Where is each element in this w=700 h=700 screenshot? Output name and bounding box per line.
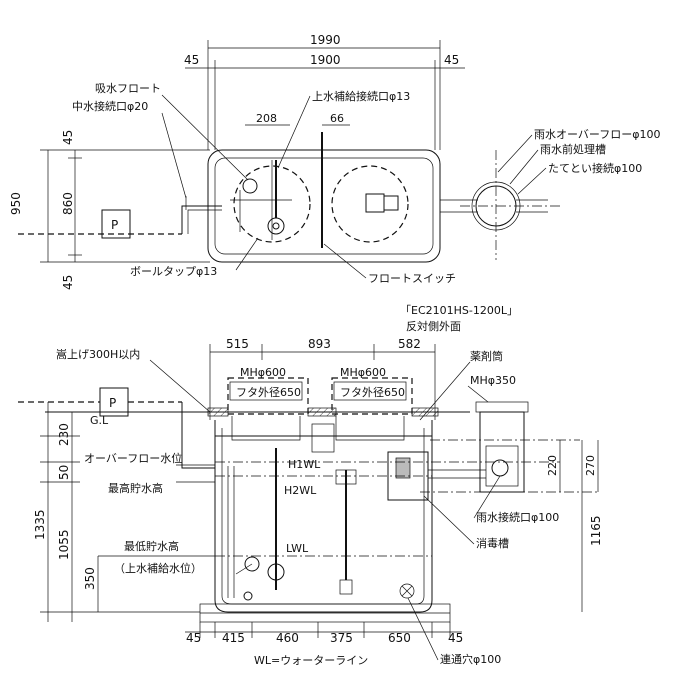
label-gl: G.L [90, 414, 109, 427]
dim-bottom-45b: 45 [448, 631, 463, 645]
plan-pump-label: P [111, 218, 118, 232]
dim-208: 208 [256, 112, 277, 125]
dim-edge-left: 45 [184, 53, 199, 67]
dim-650: 650 [388, 631, 411, 645]
label-h2wl: H2WL [284, 484, 317, 497]
dim-415: 415 [222, 631, 245, 645]
dim-893: 893 [308, 337, 331, 351]
label-lid650-b: フタ外径650 [340, 386, 405, 399]
dim-350: 350 [83, 567, 97, 590]
dim-1055: 1055 [57, 529, 71, 560]
label-downspout: たてとい接続φ100 [548, 161, 642, 175]
dim-515: 515 [226, 337, 249, 351]
dim-50: 50 [57, 465, 71, 480]
label-mid-water-port: 中水接続口φ20 [72, 99, 148, 113]
dim-inner: 1900 [310, 53, 341, 67]
dim-bottom-45a: 45 [186, 631, 201, 645]
label-overflow-level: オーバーフロー水位 [84, 451, 182, 465]
dim-230: 230 [57, 423, 71, 446]
dim-1165: 1165 [589, 515, 603, 546]
pretreatment-tank-section [479, 411, 525, 493]
label-mh600-b: MHφ600 [340, 366, 386, 379]
label-mh350: MHφ350 [470, 374, 516, 387]
dim-220: 220 [546, 455, 559, 476]
label-top-supply-port: 上水補給接続口φ13 [312, 89, 410, 103]
dim-edge-right: 45 [444, 53, 459, 67]
label-max-level: 最高貯水高 [108, 481, 163, 495]
label-wl-note: WL=ウォーターライン [254, 654, 368, 667]
label-vent: 連通穴φ100 [440, 652, 501, 666]
section-pump-box [99, 387, 129, 417]
dim-66: 66 [330, 112, 344, 125]
label-mh600-a: MHφ600 [240, 366, 286, 379]
label-chemical-tube: 薬剤筒 [470, 349, 503, 363]
label-ball-tap: ボールタップφ13 [130, 265, 217, 278]
label-min-level-sub: （上水補給水位） [114, 561, 202, 575]
label-model-sub: 反対側外面 [406, 319, 461, 333]
dim-375: 375 [330, 631, 353, 645]
label-raise-limit: 嵩上げ300H以内 [56, 347, 140, 361]
section-pump-label: P [109, 396, 116, 410]
label-lwl: LWL [286, 542, 309, 555]
dim-582: 582 [398, 337, 421, 351]
label-suction-float: 吸水フロート [95, 82, 161, 95]
label-h1wl: H1WL [288, 458, 321, 471]
section-view: 「EC2101HS-1200L」 反対側外面 515 893 582 嵩上げ30… [18, 304, 603, 667]
plan-view: 1990 1900 45 45 208 66 950 860 45 45 [9, 33, 660, 290]
label-min-level: 最低貯水高 [124, 539, 179, 553]
label-overflow: 雨水オーバーフローφ100 [534, 128, 660, 141]
label-model: 「EC2101HS-1200L」 [400, 304, 518, 317]
dim-270: 270 [584, 455, 597, 476]
dim-height-inner: 860 [61, 192, 75, 215]
dim-1335: 1335 [33, 509, 47, 540]
dim-height-bottom: 45 [61, 275, 75, 290]
label-lid650-a: フタ外径650 [236, 386, 301, 399]
dim-height-top: 45 [61, 130, 75, 145]
label-rain-port: 雨水接続口φ100 [476, 510, 559, 524]
label-pretreatment: 雨水前処理槽 [540, 142, 606, 156]
dim-overall: 1990 [310, 33, 341, 47]
label-float-switch: フロートスイッチ [368, 272, 456, 285]
plan-pump-box [101, 209, 131, 239]
label-disinfect: 消毒槽 [476, 536, 509, 550]
dim-460: 460 [276, 631, 299, 645]
dim-height-total: 950 [9, 192, 23, 215]
